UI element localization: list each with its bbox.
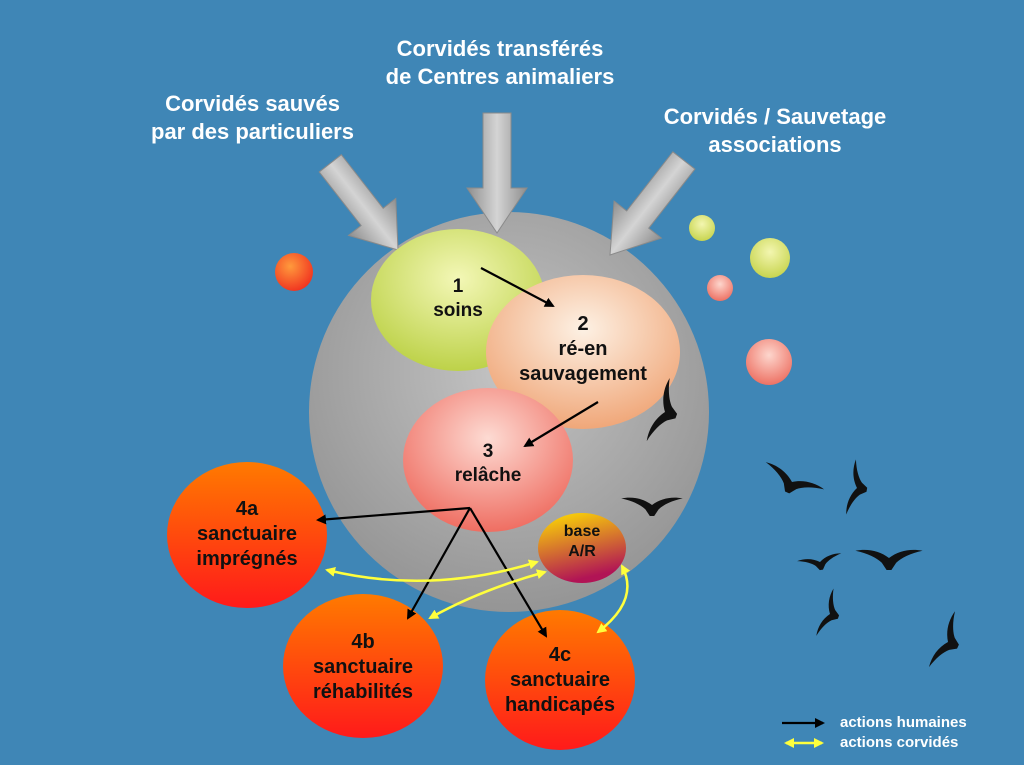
legend-corvid-label: actions corvidés [840,734,959,751]
label-line: Corvidés transférés [396,36,604,61]
label-line: 4b [351,631,375,653]
label-line: sanctuaire [196,523,298,545]
input-arrow-associations [609,151,696,256]
node-4b [283,594,443,738]
label-line: 3 [482,441,494,462]
label-line: réhabilités [312,681,414,703]
source-particuliers-label: Corvidés sauvés par des particuliers [130,90,375,145]
decor-dot [746,339,792,385]
label-line: 4c [548,644,572,666]
node-soins-label: 1 soins [408,275,508,323]
input-arrow-particuliers [318,153,399,251]
label-line: 4a [235,498,259,520]
label-line: A/R [568,543,596,560]
arrow-4c-base [596,564,631,634]
arrow-reensauvagement-to-relache [523,401,599,448]
node-4c-label: 4c sanctuaire handicapés [485,643,635,718]
decor-dot [275,253,313,291]
label-line: Corvidés sauvés [165,91,340,116]
source-centres-label: Corvidés transférés de Centres animalier… [360,35,640,90]
crow-icon [929,611,959,668]
legend-human-label: actions humaines [840,714,967,731]
label-line: imprégnés [196,548,298,570]
label-line: Corvidés / Sauvetage [663,104,887,129]
crow-icon [797,553,842,571]
crow-icon [846,459,868,515]
label-line: sauvagement [519,363,647,385]
crow-icon [621,497,683,516]
node-4a-label: 4a sanctuaire imprégnés [172,497,322,572]
label-line: sanctuaire [312,656,414,678]
input-arrow-centres [466,112,528,234]
node-reensauvagement-label: 2 ré-en sauvagement [498,312,668,387]
label-line: de Centres animaliers [385,63,615,89]
decor-dot [750,238,790,278]
label-line: relâche [454,464,522,486]
decor-dot [707,275,733,301]
label-line: 1 [452,276,464,297]
node-4a [167,462,327,608]
label-line: handicapés [504,694,616,716]
label-line: associations [708,131,842,157]
node-base-label: base A/R [547,522,617,562]
node-relache [403,388,573,532]
arrow-soins-to-reensauvagement [480,267,555,307]
crow-icon [855,549,923,570]
crow-icon [816,588,840,636]
label-line: par des particuliers [151,118,354,144]
node-relache-label: 3 relâche [438,440,538,488]
label-line: base [563,523,601,540]
label-line: ré-en [558,338,608,360]
node-reensauvagement [486,275,680,429]
source-associations-label: Corvidés / Sauvetage associations [640,103,910,158]
node-4c [485,610,635,750]
crow-icon [765,462,825,494]
arrow-4b-base [428,569,547,620]
crow-silhouettes [621,377,959,668]
node-4b-label: 4b sanctuaire réhabilités [288,630,438,705]
label-line: soins [433,299,483,321]
label-line: sanctuaire [509,669,611,691]
arrow-relache-to-4a [316,506,471,525]
decor-dot [689,215,715,241]
crow-icon [646,377,678,442]
label-line: 2 [577,313,589,335]
